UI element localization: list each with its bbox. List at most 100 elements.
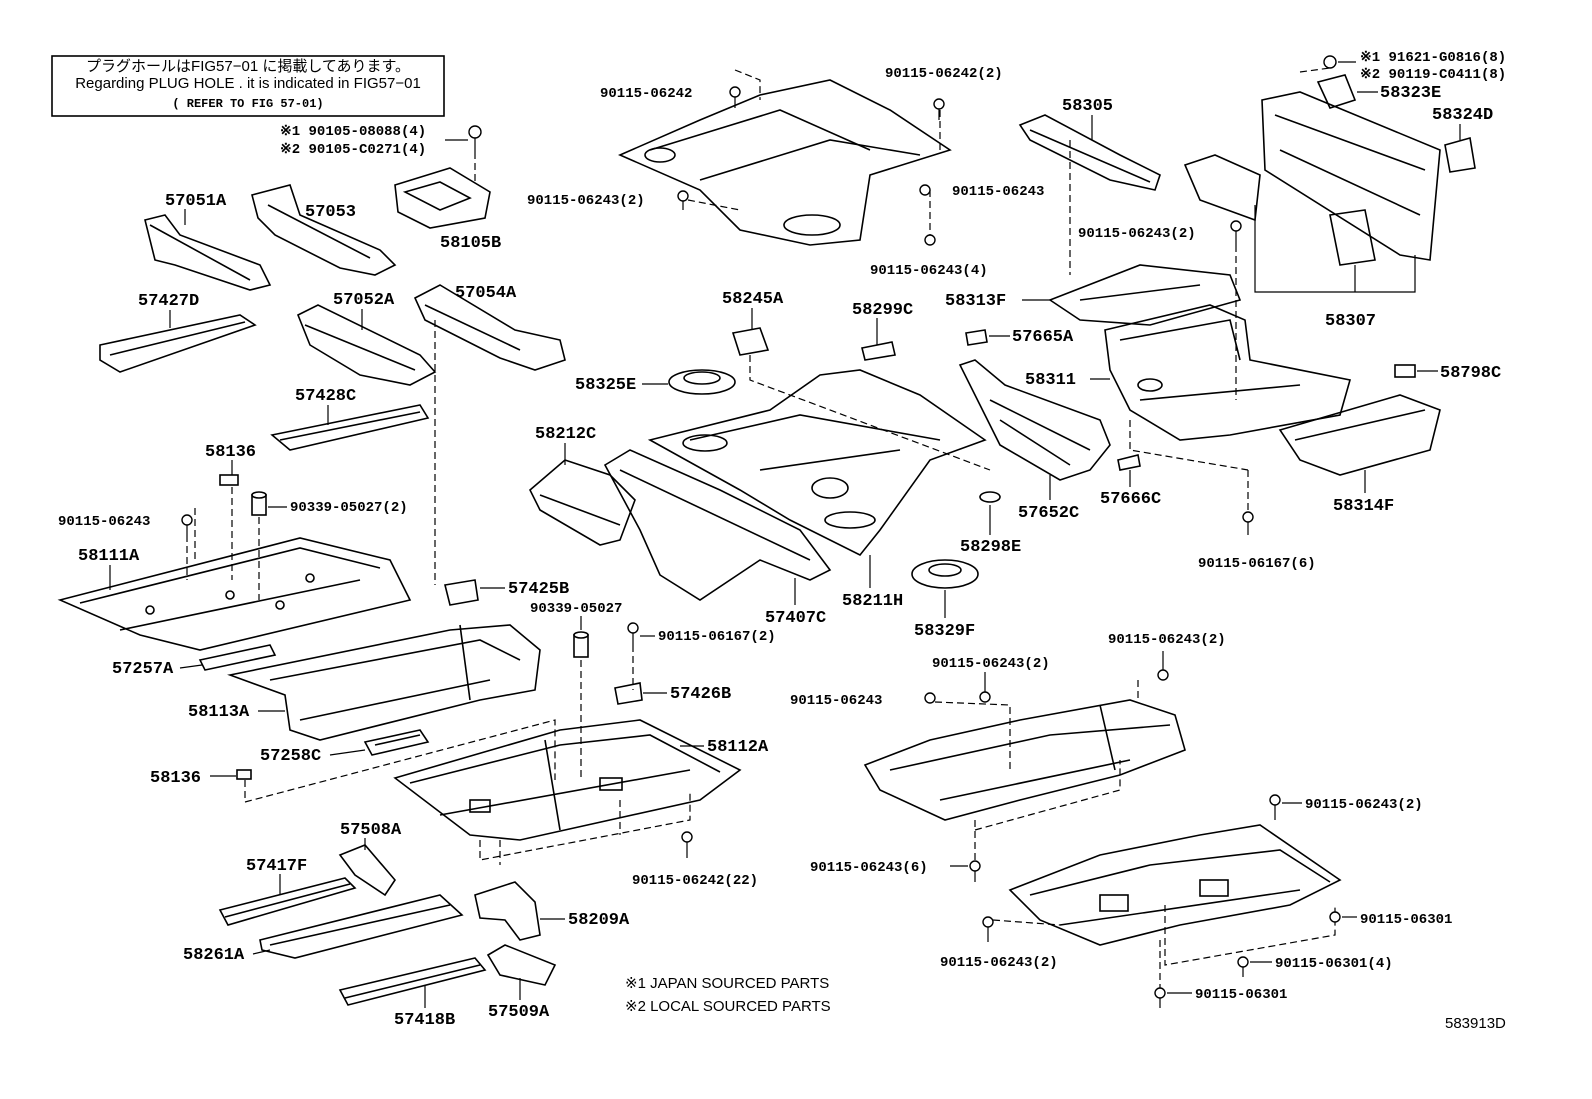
bolt-icon	[1242, 511, 1254, 535]
label-90115-06167-6: 90115-06167(6)	[1198, 556, 1316, 572]
part-rear-floor-top-shape	[618, 69, 952, 246]
label-90115-06243-2-e: 90115-06243(2)	[1305, 797, 1423, 813]
label-57053: 57053	[305, 203, 356, 222]
bolt-icon	[468, 125, 482, 152]
bolt-icon	[1329, 911, 1341, 923]
label-58112A: 58112A	[707, 738, 769, 757]
bolt-icon	[1230, 220, 1242, 245]
bolt-icon	[681, 831, 693, 858]
label-57258C: 57258C	[260, 747, 321, 766]
leader	[329, 749, 366, 756]
bolt-icon	[1269, 794, 1281, 820]
label-57652C: 57652C	[1018, 504, 1079, 523]
part-58307-shape	[1183, 91, 1441, 266]
label-57052A: 57052A	[333, 291, 395, 310]
figure-id: 583913D	[1445, 1015, 1506, 1032]
part-57652C-shape	[958, 359, 1111, 481]
part-57257A-shape	[198, 644, 277, 671]
label-57407C: 57407C	[765, 609, 826, 628]
label-57508A: 57508A	[340, 821, 402, 840]
part-58113A-shape	[227, 624, 541, 741]
bolt-icon	[627, 622, 639, 645]
label-57426B: 57426B	[670, 685, 731, 704]
part-58325E-shape	[668, 369, 736, 395]
part-57666C-shape	[1117, 454, 1141, 471]
label-58798C: 58798C	[1440, 364, 1501, 383]
part-57427D-shape	[99, 314, 257, 373]
label-58111A: 58111A	[78, 547, 140, 566]
part-57407C-shape	[603, 449, 832, 601]
label-57054A: 57054A	[455, 284, 517, 303]
part-57508A-shape	[338, 844, 397, 897]
part-rear-floor-lower-right-shape	[863, 699, 1186, 860]
part-57051A-shape	[144, 214, 272, 291]
part-57052A-shape	[296, 304, 437, 386]
label-58211H: 58211H	[842, 592, 903, 611]
label-58314F: 58314F	[1333, 497, 1394, 516]
bolt-icon	[1157, 651, 1169, 681]
label-90115-06301-a: 90115-06301	[1360, 912, 1452, 928]
part-57665A-shape	[965, 329, 988, 346]
bolt-icon	[919, 184, 931, 196]
part-58314F-shape	[1278, 394, 1441, 476]
part-rear-floor-bottom-right-shape	[1008, 824, 1342, 966]
label-58307: 58307	[1325, 312, 1376, 331]
notice-line-en: Regarding PLUG HOLE . it is indicated in…	[75, 75, 421, 92]
label-57666C: 57666C	[1100, 490, 1161, 509]
bolt-icon	[1237, 956, 1249, 977]
label-57425B: 57425B	[508, 580, 569, 599]
label-58323E: 58323E	[1380, 84, 1441, 103]
bolt-icon	[982, 916, 994, 942]
label-90115-06243-4: 90115-06243(4)	[870, 263, 988, 279]
label-58325E: 58325E	[575, 376, 636, 395]
part-58323E-shape	[1316, 74, 1357, 109]
label-90115-06243-2-f: 90115-06243(2)	[940, 955, 1058, 971]
bolt-icon	[933, 98, 945, 120]
bolt-icon	[969, 860, 981, 882]
bolt-icon	[1323, 55, 1337, 69]
part-58798C-shape	[1394, 364, 1416, 378]
label-57257A: 57257A	[112, 660, 174, 679]
part-57425B-shape	[444, 579, 479, 606]
part-58105B-shape	[394, 152, 491, 229]
legend-japan: ※1 JAPAN SOURCED PARTS	[625, 975, 829, 992]
bolt-icon	[181, 514, 193, 535]
bolt-icon	[924, 692, 936, 704]
leader	[252, 949, 271, 955]
part-58305-shape	[1018, 114, 1161, 191]
part-58324D-shape	[1444, 136, 1476, 173]
label-90339-05027: 90339-05027	[530, 601, 622, 617]
clip-58136-b-shape	[236, 769, 252, 780]
bolt-icon	[924, 234, 936, 246]
part-58245A-shape	[731, 327, 770, 356]
label-58136-b: 58136	[150, 769, 201, 788]
part-57426B-shape	[614, 682, 643, 705]
part-57428C-shape	[270, 404, 430, 451]
label-58105B: 58105B	[440, 234, 501, 253]
part-57417F-shape	[218, 877, 357, 926]
label-90115-06243-2-c: 90115-06243(2)	[1108, 632, 1226, 648]
fastener-note-1-tl: ※1 90105-08088(4)	[280, 124, 426, 140]
part-58311-shape	[1104, 304, 1352, 471]
label-90115-06243-2-a: 90115-06243(2)	[527, 193, 645, 209]
label-90115-06243-a: 90115-06243	[952, 184, 1044, 200]
notice-refer: ( REFER TO FIG 57-01)	[172, 97, 323, 111]
label-90115-06242: 90115-06242	[600, 86, 692, 102]
label-90115-06243-2-b: 90115-06243(2)	[1078, 226, 1196, 242]
part-57258C-shape	[363, 729, 430, 756]
bolt-icon	[1154, 987, 1166, 1008]
notice-box: プラグホールはFIG57−01 に掲載してあります。 Regarding PLU…	[51, 55, 445, 117]
label-57051A: 57051A	[165, 192, 227, 211]
part-58111A-shape	[57, 537, 412, 651]
label-90115-06167-2: 90115-06167(2)	[658, 629, 776, 645]
label-58329F: 58329F	[914, 622, 975, 641]
label-90115-06243-b: 90115-06243	[790, 693, 882, 709]
label-90115-06242-22: 90115-06242(22)	[632, 873, 758, 889]
leader	[179, 664, 203, 669]
label-90115-06243-left: 90115-06243	[58, 514, 150, 530]
label-58209A: 58209A	[568, 911, 630, 930]
part-58298E-shape	[979, 491, 1001, 503]
part-58261A-shape	[259, 894, 464, 959]
label-58324D: 58324D	[1432, 106, 1493, 125]
